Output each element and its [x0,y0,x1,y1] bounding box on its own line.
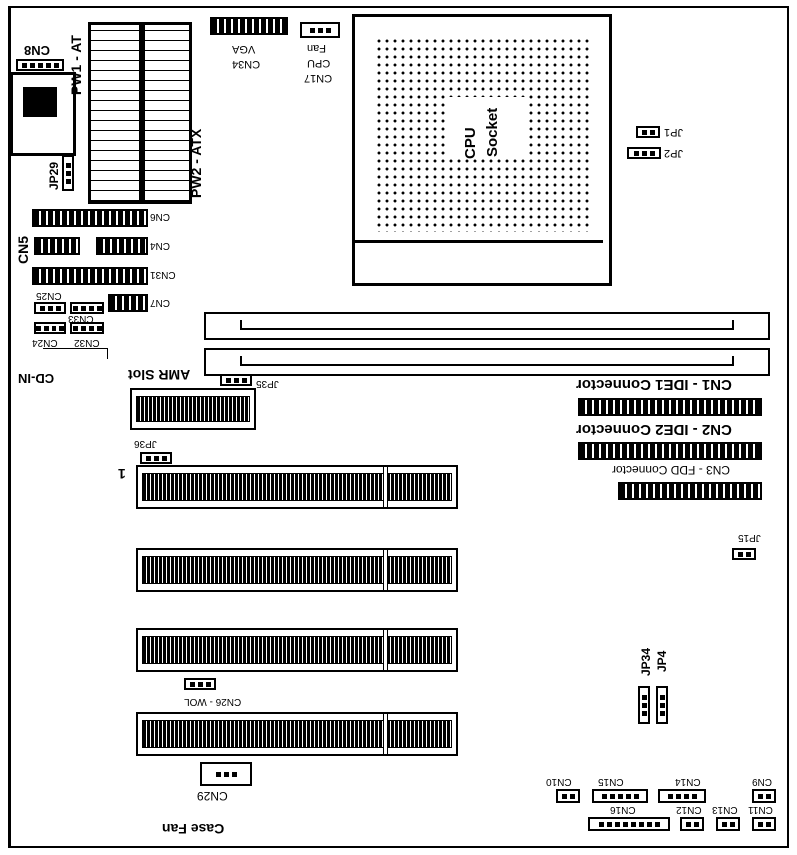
pci-slot-2 [136,548,458,592]
cn24-label: CN24 [32,337,58,348]
cpu-socket-label-2: Socket [484,107,501,157]
pin1-marker: 1 [118,466,126,482]
amr-slot [130,388,256,430]
io-port [8,72,76,156]
ide2-label: CN2 - IDE2 Connector [576,421,732,438]
ide1-label: CN1 - IDE1 Connector [576,376,732,393]
cn6-label: CN6 [150,211,171,222]
cn13-header [716,817,740,831]
jp15-header [732,548,756,560]
jp2-label: JP2 [664,147,683,159]
cn29-case-fan-header [200,762,252,786]
jp1-label: JP1 [664,126,683,138]
fdd-label: CN3 - FDD Connector [612,463,731,477]
cn32-header [70,322,104,334]
jp35-header [220,374,252,386]
pci-slot-3 [136,628,458,672]
jp34-header [638,686,650,724]
case-fan-label: Case Fan [162,821,225,837]
dimm-slot-2 [204,348,770,376]
pw1-at-connector [88,22,142,204]
ide2-connector [578,442,762,460]
jp35-label: JP35 [256,378,279,389]
cpu-socket: CPU Socket [352,14,612,286]
cn12-header [680,817,704,831]
cn11-header [752,817,776,831]
cn4-header [96,237,148,255]
cn25-header [34,302,66,314]
cn6-header [32,209,148,227]
cn10-label: CN10 [546,776,572,787]
cn13-label: CN13 [712,804,738,815]
cpu-fan-header [300,22,340,38]
cn31-label: CN31 [150,269,176,280]
pci-slot-1 [136,465,458,509]
ide1-connector [578,398,762,416]
cn5-header [34,237,80,255]
cn31-header [32,267,148,285]
jp2-header [627,147,661,159]
cn9-header [752,789,776,803]
cpu-socket-label-1: CPU [462,127,479,159]
jp34-label: JP34 [639,647,653,676]
jp29-header [62,155,74,191]
cn11-label: CN11 [748,804,773,815]
cn8-label: CN8 [24,43,51,58]
cn14-label: CN14 [675,776,701,787]
fan-label: Fan [307,42,326,54]
jp4-label: JP4 [655,650,669,672]
jp1-header [636,126,660,138]
amr-slot-label: AMR Slot [128,367,191,383]
jp4-header [656,686,668,724]
cn7-header [108,294,148,312]
cn32-label: CN32 [74,337,100,348]
vga-label: VGA [232,43,256,55]
jp15-label: JP15 [738,532,761,543]
cn16-header [588,817,670,831]
dimm-slot-1 [204,312,770,340]
cn4-label: CN4 [150,240,171,251]
fdd-connector [618,482,762,500]
cn33-header [70,302,104,314]
cn34-label: CN34 [232,58,261,70]
cn14-header [658,789,706,803]
jp36-label: JP36 [134,438,157,449]
cn12-label: CN12 [676,804,702,815]
cn9-label: CN9 [752,776,773,787]
cn26-wol-header [184,678,216,690]
cd-in-label: CD-IN [18,371,55,386]
pci-slot-4 [136,712,458,756]
cn29-label: CN29 [197,789,228,803]
jp29-label: JP29 [47,161,61,190]
cn16-label: CN16 [610,804,636,815]
cpu-fan-label: CPU [307,57,331,69]
cn15-header [592,789,648,803]
pw2-label: PW2 - ATX [188,128,204,198]
cn34-vga-header [210,17,288,35]
cn26-wol-label: CN26 - WOL [184,696,242,707]
board-outline [8,6,789,848]
jp36-header [140,452,172,464]
cn10-header [556,789,580,803]
cn8-header [16,59,64,71]
cn7-label: CN7 [150,297,171,308]
cn15-label: CN15 [598,776,624,787]
cn24-header [34,322,66,334]
pw2-atx-connector [142,22,192,204]
cn25-label: CN25 [36,290,62,301]
pw1-label: PW1 - AT [68,35,84,95]
cn17-label: CN17 [304,72,333,84]
cn5-label: CN5 [15,235,31,264]
